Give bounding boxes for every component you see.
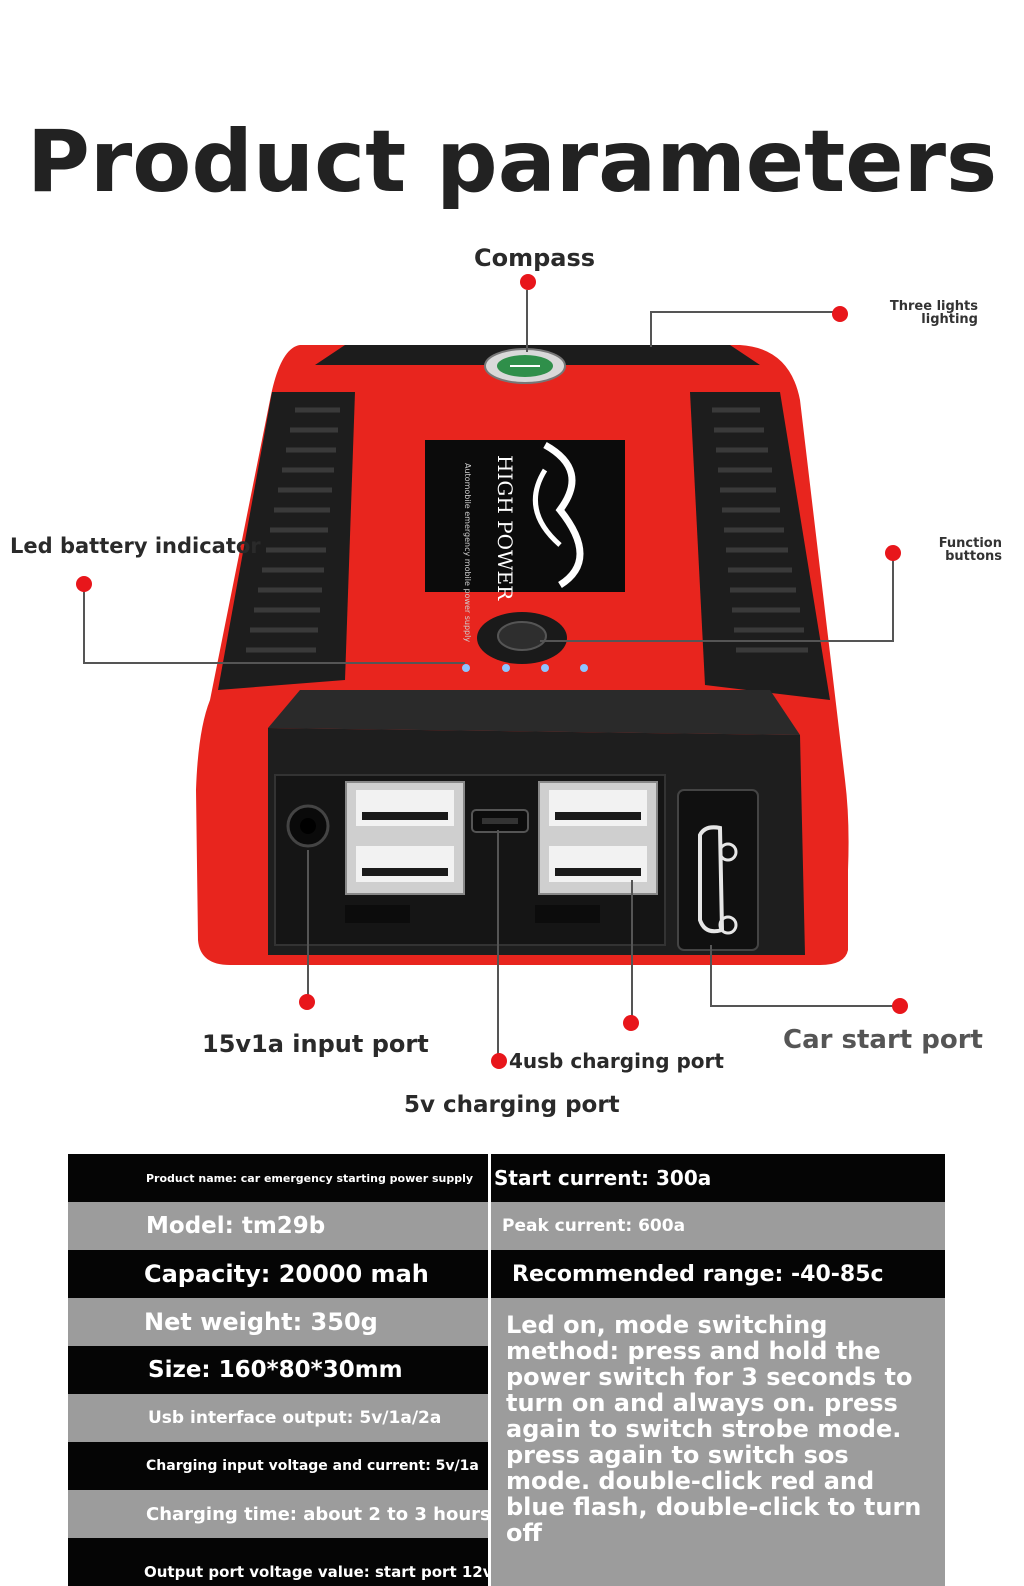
led-indicator-icons — [462, 664, 588, 672]
vent-slot — [535, 905, 600, 923]
car-start-leader-line — [710, 945, 712, 1006]
compass-leader-line — [526, 290, 528, 352]
marker-dot — [491, 1053, 507, 1069]
usb-leader-line — [631, 880, 633, 1020]
spec-table: Product name: car emergency starting pow… — [68, 1154, 945, 1586]
led-leader-line — [83, 590, 85, 663]
power-button-icon — [477, 612, 567, 664]
callout-function-buttons: Function buttons — [938, 536, 1002, 564]
spec-output-voltage: Output port voltage value: start port 12… — [144, 1563, 493, 1581]
marker-dot — [76, 576, 92, 592]
spec-row: Output port voltage value: start port 12… — [68, 1538, 493, 1586]
callout-three-lights: Three lights lighting — [889, 299, 978, 327]
callout-usb-port: 4usb charging port — [509, 1049, 724, 1073]
spec-row: Charging time: about 2 to 3 hours — [68, 1490, 491, 1538]
spec-net-weight: Net weight: 350g — [144, 1308, 378, 1336]
spec-mode-description: Led on, mode switching method: press and… — [506, 1311, 922, 1547]
spec-model: Model: tm29b — [146, 1213, 326, 1239]
table-divider — [488, 1154, 491, 1586]
lights-leader-line — [650, 311, 652, 347]
spec-start-current: Start current: 300a — [494, 1166, 712, 1190]
car-start-leader-line — [710, 1005, 900, 1007]
spec-row: Net weight: 350g — [68, 1298, 490, 1346]
spec-usb-output: Usb interface output: 5v/1a/2a — [148, 1408, 442, 1428]
usb-ports-right-icon — [538, 781, 658, 895]
spec-row: Model: tm29b — [68, 1202, 490, 1250]
usb-ports-left-icon — [345, 781, 465, 895]
spec-row: Product name: car emergency starting pow… — [68, 1154, 490, 1202]
function-leader-line — [892, 560, 894, 642]
function-leader-line — [540, 640, 894, 642]
marker-dot — [832, 306, 848, 322]
spec-row: Recommended range: -40-85c — [490, 1250, 945, 1298]
micro-usb-port-icon — [471, 809, 529, 833]
spec-charging-input: Charging input voltage and current: 5v/1… — [146, 1458, 479, 1474]
spec-row: Start current: 300a — [490, 1154, 945, 1202]
callout-5v-charging: 5v charging port — [404, 1092, 620, 1118]
brand-label — [415, 437, 633, 597]
callout-input-port: 15v1a input port — [202, 1030, 429, 1058]
spec-mode-cell: Led on, mode switching method: press and… — [490, 1298, 945, 1586]
spec-product-name: Product name: car emergency starting pow… — [146, 1171, 474, 1185]
callout-car-start-port: Car start port — [783, 1025, 983, 1055]
callout-led-indicator: Led battery indicator — [10, 534, 261, 558]
vent-slot — [345, 905, 410, 923]
brand-subtext: Automobile emergency mobile power supply — [463, 463, 472, 642]
spec-row: Peak current: 600a — [490, 1202, 945, 1250]
spec-row: Usb interface output: 5v/1a/2a — [68, 1394, 490, 1442]
spec-row: Capacity: 20000 mah — [68, 1250, 490, 1298]
charging-5v-leader-line — [497, 830, 499, 1060]
input-port-icon — [286, 804, 330, 848]
car-icon — [698, 825, 738, 935]
brand-text: HIGH POWER — [493, 455, 517, 601]
marker-dot — [520, 274, 536, 290]
spec-size: Size: 160*80*30mm — [148, 1357, 403, 1383]
spec-row: Size: 160*80*30mm — [68, 1346, 490, 1394]
spec-capacity: Capacity: 20000 mah — [144, 1260, 429, 1288]
lights-leader-line — [650, 311, 840, 313]
page-title: Product parameters — [26, 112, 998, 212]
marker-dot — [299, 994, 315, 1010]
led-leader-line — [83, 662, 465, 664]
marker-dot — [885, 545, 901, 561]
marker-dot — [623, 1015, 639, 1031]
input-leader-line — [307, 850, 309, 1000]
spec-peak-current: Peak current: 600a — [502, 1216, 686, 1236]
spec-charging-time: Charging time: about 2 to 3 hours — [146, 1503, 491, 1525]
callout-compass: Compass — [474, 244, 596, 272]
spec-recommended-range: Recommended range: -40-85c — [512, 1261, 884, 1287]
marker-dot — [892, 998, 908, 1014]
compass-icon — [484, 348, 566, 384]
spec-row: Charging input voltage and current: 5v/1… — [68, 1442, 490, 1490]
